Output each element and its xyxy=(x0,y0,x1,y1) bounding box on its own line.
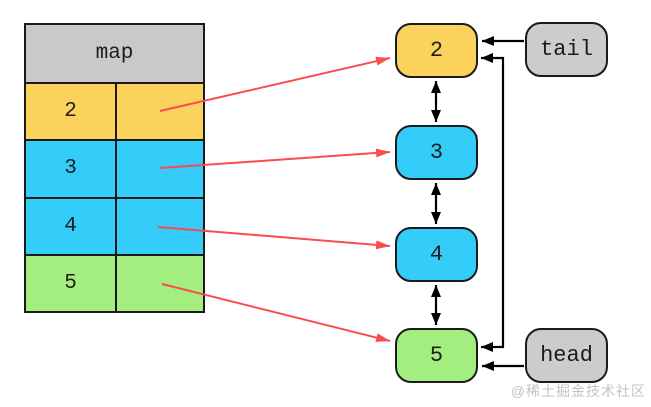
list-node-5: 5 xyxy=(395,328,478,383)
map-value-cell xyxy=(117,141,203,197)
tail-pointer-box: tail xyxy=(525,22,608,77)
map-table-title: map xyxy=(26,25,203,84)
list-node-4: 4 xyxy=(395,227,478,282)
map-row-2: 2 xyxy=(26,84,203,142)
head-pointer-box: head xyxy=(525,328,608,383)
map-row-3: 3 xyxy=(26,141,203,199)
map-key-cell: 2 xyxy=(26,84,117,140)
map-key-cell: 3 xyxy=(26,141,117,197)
watermark-text: @稀土掘金技术社区 xyxy=(510,383,646,399)
map-row-4: 4 xyxy=(26,198,203,256)
list-node-2: 2 xyxy=(395,23,478,78)
map-key-cell: 4 xyxy=(26,198,117,254)
map-value-cell xyxy=(117,198,203,254)
map-value-cell xyxy=(117,255,203,311)
map-table: map 2 3 4 5 xyxy=(24,23,205,313)
map-key-cell: 5 xyxy=(26,255,117,311)
wrap-link-arrow-2-5 xyxy=(481,53,505,352)
map-row-5: 5 xyxy=(26,255,203,311)
map-value-cell xyxy=(117,84,203,140)
list-node-3: 3 xyxy=(395,125,478,180)
